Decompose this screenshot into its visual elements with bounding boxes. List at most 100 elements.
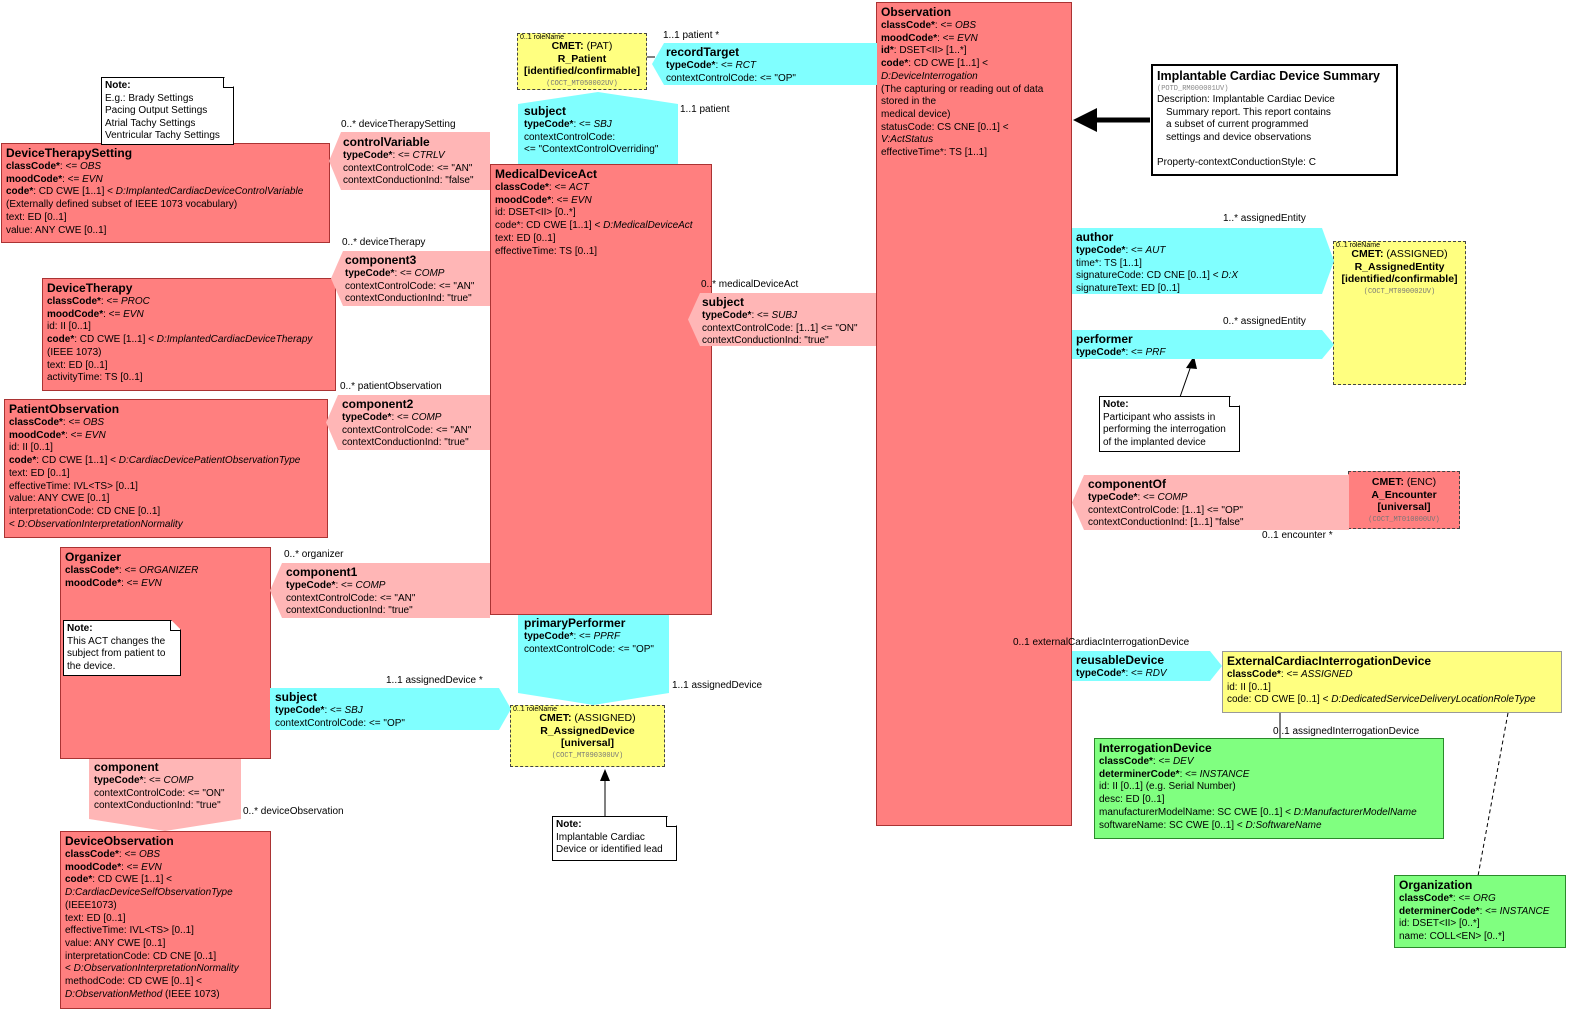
attribute-line: contextControlCode: <= "AN" bbox=[286, 592, 416, 604]
attribute-line: effectiveTime: IVL<TS> [0..1] bbox=[9, 480, 138, 492]
attribute-line: id: II [0..1] bbox=[47, 321, 91, 333]
performer-attributes: typeCode*: <= PRF bbox=[1076, 347, 1330, 360]
summary-line: settings and device observations bbox=[1166, 131, 1312, 143]
label-assigned-device-pp: 1..1 assignedDevice bbox=[672, 680, 763, 691]
summary-line bbox=[1157, 144, 1392, 157]
attribute-line: id: DSET<II> [0..*] bbox=[1399, 918, 1480, 930]
attribute-line: contextConductionInd: [1..1] "false" bbox=[1088, 517, 1244, 529]
external-device-title: ExternalCardiacInterrogationDevice bbox=[1227, 654, 1432, 668]
cmet-r-patient[interactable]: 0..1 roleName CMET: (PAT) R_Patient [ide… bbox=[517, 33, 647, 90]
attribute-line: text: ED [0..1] bbox=[9, 467, 70, 479]
attribute-line: moodCode*: <= EVN bbox=[881, 32, 978, 44]
performer-relationship[interactable]: performer typeCode*: <= PRF bbox=[1072, 330, 1334, 359]
attribute-line: desc: ED [0..1] bbox=[1099, 794, 1165, 806]
attribute-line: text: ED [0..1] bbox=[495, 232, 556, 244]
attribute-line: contextControlCode: <= "OP" bbox=[666, 72, 796, 84]
cmet-r-assigned-entity[interactable]: 0..1 roleName CMET: (ASSIGNED) R_Assigne… bbox=[1333, 241, 1466, 385]
note-line: Participant who assists in bbox=[1103, 411, 1216, 423]
attribute-line: classCode*: <= OBS bbox=[65, 849, 161, 860]
attribute-line: contextControlCode: [1..1] <= "ON" bbox=[702, 322, 858, 334]
attribute-line: <= "ContextControlOverriding" bbox=[524, 144, 659, 156]
attribute-line: classCode*: <= OBS bbox=[881, 20, 977, 31]
attribute-line: classCode*: <= ORG bbox=[1399, 893, 1496, 904]
primary-performer-title: primaryPerformer bbox=[524, 616, 626, 630]
note-line: the device. bbox=[67, 660, 116, 672]
summary-line: Description: Implantable Cardiac Device bbox=[1157, 94, 1335, 105]
component1-title: component1 bbox=[286, 565, 358, 579]
note-line: Atrial Tachy Settings bbox=[105, 117, 196, 129]
note-fold bbox=[1229, 397, 1239, 407]
label-device-observation: 0..* deviceObservation bbox=[243, 806, 344, 817]
note-line: Ventricular Tachy Settings bbox=[105, 130, 220, 141]
patient-observation-title: PatientObservation bbox=[9, 402, 120, 416]
component3-title: component3 bbox=[345, 253, 417, 267]
cmet-code: (COCT_MT050002UV) bbox=[546, 79, 618, 88]
attribute-line: text: ED [0..1] bbox=[6, 211, 67, 223]
attribute-line: code*: CD CWE [1..1] < D:CardiacDevicePa… bbox=[9, 455, 301, 467]
reusable-device-attributes: typeCode*: <= RDV bbox=[1076, 668, 1218, 681]
attribute-line: classCode*: <= OBS bbox=[9, 417, 105, 428]
label-medical-device-act: 0..* medicalDeviceAct bbox=[701, 279, 799, 290]
cmet-name: R_AssignedDevice bbox=[540, 724, 635, 737]
device-observation-title: DeviceObservation bbox=[65, 834, 174, 848]
cmet-a-encounter[interactable]: CMET: (ENC) A_Encounter [universal] (COC… bbox=[1348, 471, 1460, 529]
note-line: E.g.: Brady Settings bbox=[105, 92, 194, 104]
attribute-line: code*: CD CWE [1..1] < bbox=[65, 874, 172, 886]
note-fold bbox=[170, 621, 180, 631]
attribute-line: typeCode*: <= COMP bbox=[286, 580, 386, 591]
observation-title: Observation bbox=[881, 5, 952, 19]
external-device-class[interactable]: ExternalCardiacInterrogationDevice class… bbox=[1222, 651, 1562, 713]
attribute-line: name: COLL<EN> [0..*] bbox=[1399, 931, 1505, 943]
reusable-device-relationship[interactable]: reusableDevice typeCode*: <= RDV bbox=[1072, 651, 1222, 681]
summary-title: Implantable Cardiac Device Summary bbox=[1157, 69, 1381, 83]
attribute-line: moodCode*: <= EVN bbox=[65, 577, 162, 589]
attribute-line: code*: CD CWE [1..1] < D:ImplantedCardia… bbox=[47, 334, 313, 346]
attribute-line: typeCode*: <= PRF bbox=[1076, 347, 1166, 358]
note-title: Note: bbox=[105, 80, 131, 91]
medical-device-act-title: MedicalDeviceAct bbox=[495, 167, 598, 181]
attribute-line: stored in the bbox=[881, 96, 937, 108]
cmet-flavor: [universal] bbox=[560, 737, 615, 749]
note-line: of the implanted device bbox=[1103, 436, 1206, 448]
summary-line: Summary report. This report contains bbox=[1166, 106, 1331, 118]
summary-box[interactable]: Implantable Cardiac Device Summary (POTD… bbox=[1151, 64, 1398, 176]
attribute-line: typeCode*: <= COMP bbox=[342, 412, 442, 423]
attribute-line: id: II [0..1] (e.g. Serial Number) bbox=[1099, 781, 1236, 793]
attribute-line: id: II [0..1] bbox=[9, 442, 53, 454]
attribute-line: classCode*: <= ORGANIZER bbox=[65, 565, 199, 576]
attribute-line: value: ANY CWE [0..1] bbox=[6, 224, 107, 236]
attribute-line: typeCode*: <= COMP bbox=[345, 268, 445, 279]
subject-patient-title: subject bbox=[524, 104, 567, 118]
cmet-type: (ENC) bbox=[1404, 476, 1437, 488]
cmet-r-assigned-device[interactable]: 0..1 roleName CMET: (ASSIGNED) R_Assigne… bbox=[510, 705, 665, 767]
attribute-line: time*: TS [1..1] bbox=[1076, 257, 1142, 269]
